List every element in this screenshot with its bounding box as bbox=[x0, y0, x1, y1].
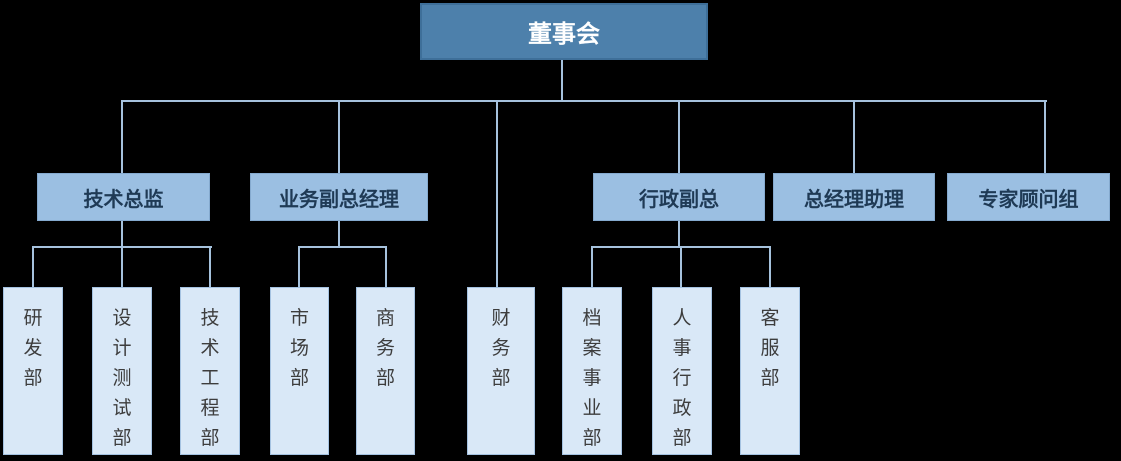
org-node-finance-dept: 财 务 部 bbox=[467, 287, 535, 455]
connector-drop-hr-admin-dept bbox=[680, 246, 682, 287]
connector-drop-design-test-dept bbox=[121, 246, 123, 287]
connector-drop-rnd-dept bbox=[32, 246, 34, 287]
org-node-archives-dept: 档 案 事 业 部 bbox=[562, 287, 622, 455]
org-node-gm-assistant: 总经理助理 bbox=[773, 173, 935, 221]
connector-drop-gm-assistant bbox=[853, 100, 855, 173]
org-node-admin-vp: 行政副总 bbox=[593, 173, 765, 221]
connector-business-vertical bbox=[338, 221, 340, 246]
connector-drop-commerce-dept bbox=[385, 246, 387, 287]
org-node-rnd-dept: 研 发 部 bbox=[3, 287, 63, 455]
org-node-board: 董事会 bbox=[420, 3, 708, 60]
connector-tech-vertical bbox=[121, 221, 123, 246]
connector-drop-market-dept bbox=[298, 246, 300, 287]
org-node-design-test-dept: 设 计 测 试 部 bbox=[92, 287, 152, 455]
org-node-service-dept: 客 服 部 bbox=[740, 287, 800, 455]
org-node-expert-group: 专家顾问组 bbox=[947, 173, 1110, 221]
org-node-tech-director: 技术总监 bbox=[37, 173, 210, 221]
org-node-hr-admin-dept: 人 事 行 政 部 bbox=[652, 287, 712, 455]
org-node-market-dept: 市 场 部 bbox=[270, 287, 329, 455]
connector-drop-expert-group bbox=[1044, 100, 1046, 173]
connector-business-bus bbox=[298, 246, 387, 248]
org-node-business-vgm: 业务副总经理 bbox=[250, 173, 428, 221]
connector-drop-business-vgm bbox=[338, 100, 340, 173]
connector-root-vertical bbox=[561, 60, 563, 100]
connector-admin-vertical bbox=[678, 221, 680, 246]
org-node-tech-eng-dept: 技 术 工 程 部 bbox=[180, 287, 240, 455]
org-node-commerce-dept: 商 务 部 bbox=[356, 287, 415, 455]
connector-drop-finance-dept bbox=[496, 100, 498, 287]
connector-drop-tech-director bbox=[121, 100, 123, 173]
connector-drop-service-dept bbox=[769, 246, 771, 287]
connector-drop-archives-dept bbox=[591, 246, 593, 287]
connector-drop-tech-eng-dept bbox=[209, 246, 211, 287]
connector-drop-admin-vp bbox=[678, 100, 680, 173]
connector-level2-bus bbox=[121, 100, 1047, 102]
